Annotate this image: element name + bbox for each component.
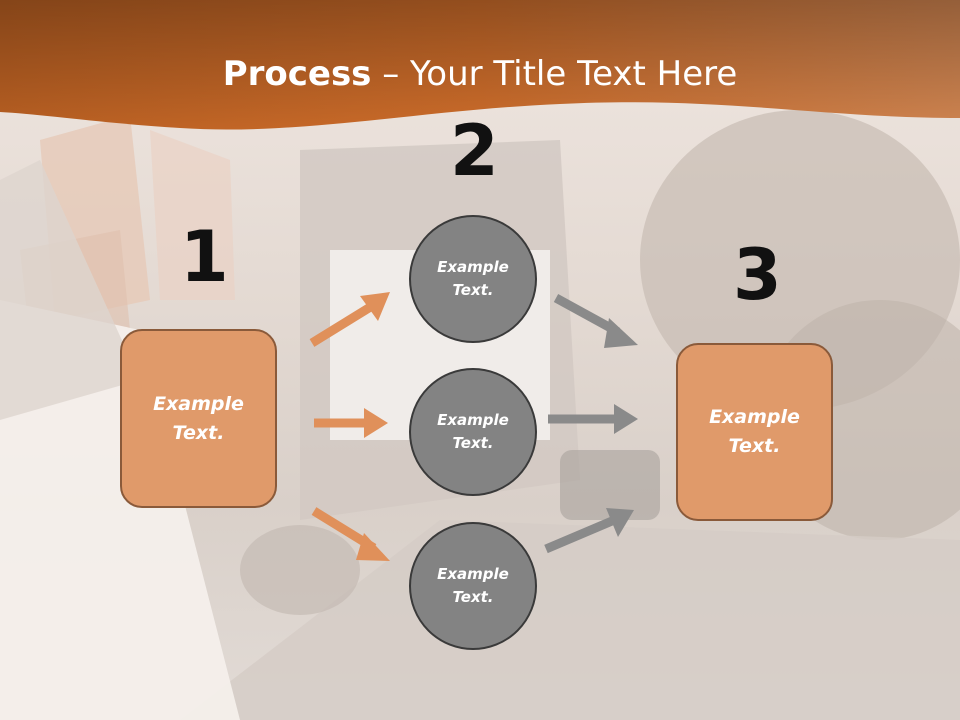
circle-node-2: Example Text. [409, 368, 537, 496]
title-rest: – Your Title Text Here [371, 54, 738, 94]
circle-node-2-text: Example Text. [437, 411, 509, 452]
circle-node-3-text: Example Text. [437, 565, 509, 606]
step-box-1-text: Example Text. [153, 392, 244, 444]
circle-node-3: Example Text. [409, 522, 537, 650]
step-number-2: 2 [450, 110, 499, 192]
slide-title: Process – Your Title Text Here [0, 52, 960, 96]
arrow-from-circle-3 [544, 508, 634, 554]
step-box-1: Example Text. [120, 329, 277, 508]
arrow-to-circle-2 [314, 408, 388, 438]
arrow-from-circle-1 [553, 294, 638, 348]
arrow-to-circle-3 [311, 507, 390, 561]
title-bold: Process [222, 54, 372, 94]
circle-node-1: Example Text. [409, 215, 537, 343]
arrow-from-circle-2 [548, 404, 638, 434]
step-box-3-text: Example Text. [709, 406, 800, 457]
circle-node-1-text: Example Text. [437, 258, 509, 299]
step-box-3: Example Text. [676, 343, 833, 521]
step-number-3: 3 [733, 234, 782, 316]
step-number-1: 1 [180, 216, 229, 298]
arrow-to-circle-1 [309, 292, 390, 347]
